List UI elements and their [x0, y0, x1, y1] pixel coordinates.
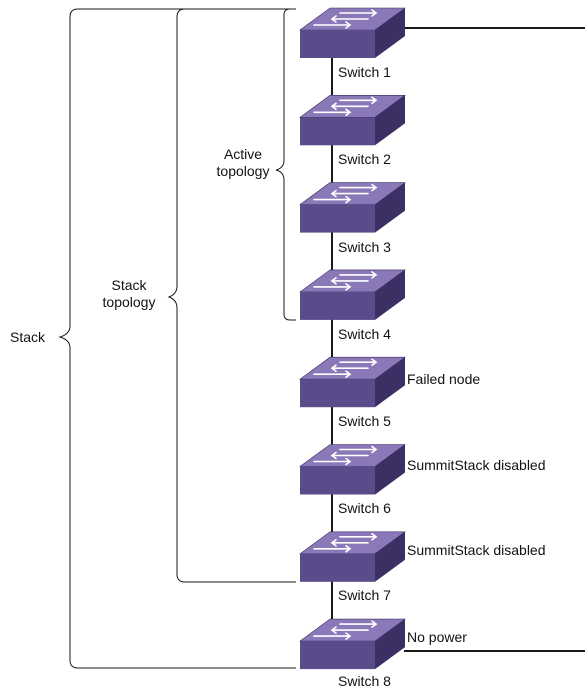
- switch-front-face: [300, 204, 375, 233]
- active-topology-bracket: [275, 8, 296, 321]
- switch-status-label: SummitStack disabled: [407, 457, 546, 473]
- switch-icon: [299, 618, 406, 670]
- switch-arrows-icon: [313, 96, 378, 117]
- stack-topology-label-line2: topology: [102, 294, 156, 310]
- switch-side-face: [375, 95, 405, 146]
- switch-label: Switch 2: [338, 151, 391, 167]
- switch-icon: [299, 356, 406, 408]
- switch-front-face: [300, 641, 375, 670]
- switch-front-face: [300, 117, 375, 146]
- switch-front-face: [300, 379, 375, 408]
- switch-side-face: [375, 357, 405, 408]
- active-topology-label-line1: Active: [223, 146, 263, 162]
- switch-front-face: [300, 30, 375, 58]
- switch-arrows-icon: [313, 358, 378, 379]
- switch-icon: [299, 7, 406, 58]
- switch-label: Switch 6: [338, 500, 391, 516]
- switch-side-face: [375, 269, 405, 320]
- switch-status-label: SummitStack disabled: [407, 542, 546, 558]
- switch-icon: [299, 95, 406, 146]
- switch-status-label: Failed node: [407, 371, 481, 387]
- switch-side-face: [375, 531, 405, 582]
- stack-topology-label-line1: Stack: [111, 277, 147, 293]
- switch-label: Switch 1: [338, 64, 391, 80]
- stack-topology-label: Stack topology: [94, 277, 164, 311]
- switch-arrows-icon: [313, 9, 378, 29]
- stack-label: Stack: [10, 329, 46, 345]
- switch-icon: [299, 444, 406, 495]
- switch-label: Switch 7: [338, 587, 391, 603]
- switch-arrows-icon: [313, 620, 378, 640]
- switch-side-face: [375, 8, 405, 58]
- active-topology-label-line2: topology: [216, 163, 270, 179]
- switch-label: Switch 5: [338, 413, 391, 429]
- active-topology-label: Active topology: [213, 146, 273, 180]
- switch-icon: [299, 182, 406, 233]
- switch-arrows-icon: [313, 532, 378, 553]
- switch-arrows-icon: [313, 183, 378, 204]
- switch-label: Switch 8: [338, 673, 391, 689]
- switch-side-face: [375, 619, 405, 670]
- switch-icon: [299, 531, 406, 582]
- switch-label: Switch 3: [338, 239, 391, 255]
- switch-front-face: [300, 553, 375, 582]
- switch-label: Switch 4: [338, 326, 391, 342]
- switch-arrows-icon: [313, 271, 378, 291]
- switch-side-face: [375, 444, 405, 495]
- switch-front-face: [300, 291, 375, 320]
- stack-bracket: [58, 8, 296, 669]
- switch-front-face: [300, 466, 375, 495]
- stack-topology-bracket: [167, 8, 296, 583]
- switch-side-face: [375, 182, 405, 233]
- switch-status-label: No power: [407, 629, 467, 645]
- switch-arrows-icon: [313, 445, 378, 466]
- switch-icon: [299, 269, 406, 320]
